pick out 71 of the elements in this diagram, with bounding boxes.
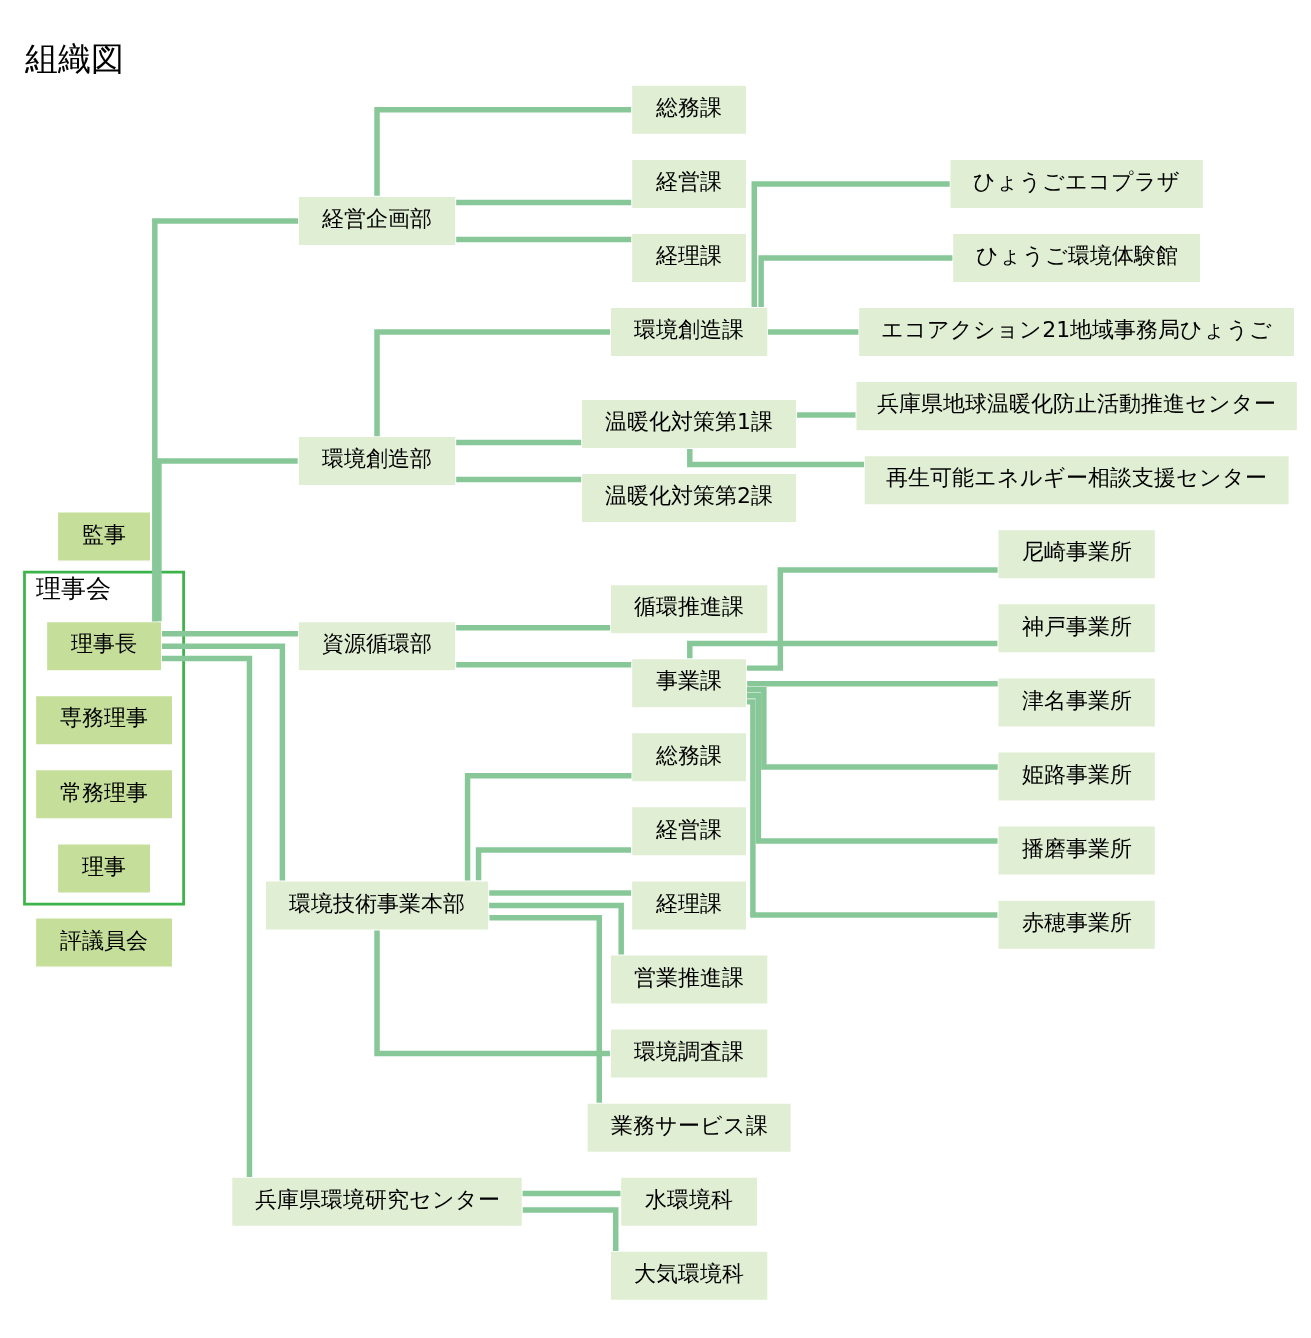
connector <box>456 199 632 205</box>
node-box: 温暖化対策第1課 <box>580 398 798 449</box>
node-box: 兵庫県環境研究センター <box>230 1175 524 1227</box>
node-box: 経理課 <box>630 232 748 283</box>
node-box: ひょうご環境体験館 <box>951 232 1202 283</box>
node-box: エコアクション21地域事務局ひょうご <box>857 306 1296 357</box>
node-box: 津名事業所 <box>997 676 1157 728</box>
node-box: 水環境科 <box>619 1175 759 1227</box>
connector <box>374 106 632 196</box>
node-box: 再生可能エネルギー相談支援センター <box>863 454 1290 506</box>
connector <box>687 640 998 658</box>
node-box: 事業課 <box>630 657 748 709</box>
node-box: 経営企画部 <box>297 195 457 246</box>
connector <box>161 630 298 637</box>
node-box: 姫路事業所 <box>997 750 1157 802</box>
node-box: 経理課 <box>630 879 748 931</box>
connector <box>522 1206 619 1251</box>
node-box: 業務サービス課 <box>586 1101 792 1153</box>
connector <box>797 411 856 418</box>
node-box: 環境調査課 <box>609 1027 769 1079</box>
diagram-title: 組織図 <box>25 38 125 78</box>
connector <box>687 448 864 467</box>
connector <box>489 889 632 896</box>
connector <box>152 217 299 621</box>
connector <box>475 846 631 880</box>
node-box: 環境創造部 <box>297 435 457 486</box>
node-box: ひょうごエコプラザ <box>949 158 1205 209</box>
connector <box>522 1190 621 1196</box>
node-box: 理事長 <box>45 620 163 672</box>
connector <box>456 476 582 482</box>
connector <box>456 661 632 667</box>
node-box: 神戸事業所 <box>997 602 1157 654</box>
node-box: 資源循環部 <box>297 620 457 672</box>
node-box: 評議員会 <box>34 916 174 968</box>
connector <box>751 180 950 307</box>
connector <box>456 236 632 242</box>
connector <box>156 457 298 621</box>
connector <box>161 655 253 1177</box>
connector <box>374 328 610 436</box>
connector <box>758 254 953 307</box>
connector <box>747 680 998 686</box>
node-box: 大気環境科 <box>609 1249 769 1301</box>
node-box: 播磨事業所 <box>997 824 1157 876</box>
connector <box>489 914 602 1103</box>
node-box: 総務課 <box>630 83 748 135</box>
node-box: 営業推進課 <box>609 953 769 1005</box>
node-box: 常務理事 <box>34 768 174 820</box>
connector <box>746 686 998 770</box>
connector <box>161 642 286 881</box>
connector <box>456 624 611 630</box>
connector <box>374 930 610 1056</box>
node-box: 兵庫県地球温暖化防止活動推進センター <box>855 380 1299 431</box>
node-box: 専務理事 <box>34 694 174 746</box>
connector <box>746 566 998 671</box>
connector <box>746 692 998 844</box>
node-box: 環境技術事業本部 <box>264 879 490 931</box>
connector <box>768 328 859 335</box>
connector <box>464 772 632 880</box>
node-box: 理事 <box>56 842 152 894</box>
node-box: 尼崎事業所 <box>997 528 1157 580</box>
node-box: 経営課 <box>630 805 748 857</box>
node-box: 総務課 <box>630 731 748 783</box>
node-box: 循環推進課 <box>609 583 769 634</box>
node-box: 経営課 <box>630 158 748 209</box>
connector <box>456 439 582 445</box>
node-box: 環境創造課 <box>609 306 769 357</box>
node-box: 赤穂事業所 <box>997 898 1157 950</box>
connector <box>747 698 998 918</box>
node-box: 監事 <box>56 510 152 562</box>
node-box: 温暖化対策第2課 <box>580 472 798 523</box>
connector <box>489 902 624 954</box>
